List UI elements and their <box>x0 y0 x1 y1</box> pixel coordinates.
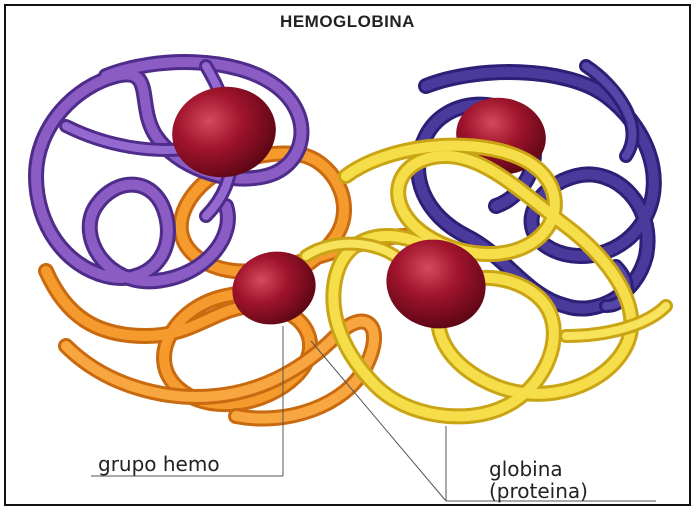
diagram-frame: HEMOGLOBINA <box>4 4 691 506</box>
alpha-chain-purple <box>36 62 301 281</box>
heme-group-label: grupo hemo <box>98 453 220 475</box>
globin-label-line2: (proteina) <box>489 480 588 502</box>
hemoglobin-illustration <box>6 6 691 506</box>
globin-label: globina (proteina) <box>489 458 588 502</box>
globin-label-line1: globina <box>489 458 588 480</box>
